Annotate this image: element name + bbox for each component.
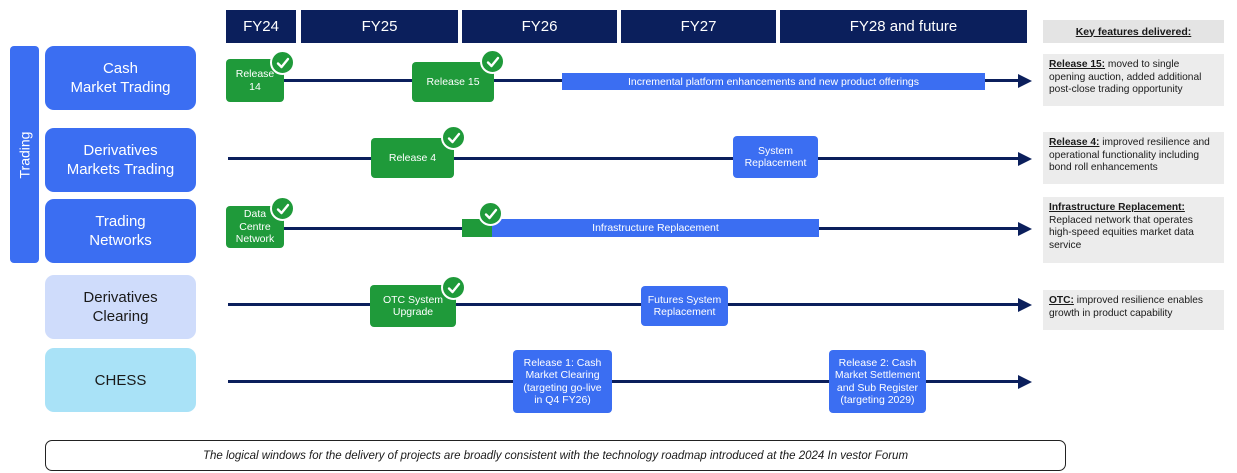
period-fy25: FY25 — [301, 10, 458, 43]
milestone-label: OTC System Upgrade — [382, 293, 444, 319]
footer-note: The logical windows for the delivery of … — [45, 440, 1066, 471]
timeline-line-chess — [228, 380, 1020, 383]
checkmark-icon — [441, 275, 466, 300]
milestone-system-replacement: System Replacement — [733, 136, 818, 178]
row-label-text: Trading Networks — [89, 213, 152, 249]
key-feature-release-15: Release 15: moved to single opening auct… — [1043, 54, 1224, 106]
period-fy27: FY27 — [621, 10, 776, 43]
footer-text: The logical windows for the delivery of … — [202, 449, 909, 462]
checkmark-icon — [270, 196, 295, 221]
checkmark-icon — [270, 50, 295, 75]
key-feature-title: OTC: — [1049, 295, 1074, 306]
period-fy24: FY24 — [226, 10, 296, 43]
milestone-label: Data Centre Network — [235, 208, 275, 246]
key-feature-text: improved resilience enables growth in pr… — [1049, 295, 1204, 319]
key-feature-title: Release 15: — [1049, 59, 1106, 70]
timeline-line-derivatives-clearing — [228, 303, 1020, 306]
milestone-label: System Replacement — [744, 144, 807, 170]
key-feature-otc: OTC: improved resilience enables growth … — [1043, 290, 1224, 330]
milestone-label: Release 15 — [426, 75, 480, 88]
row-label-text: Derivatives Markets Trading — [66, 142, 175, 178]
arrow-right-icon — [1018, 221, 1032, 236]
row-label-text: Cash Market Trading — [70, 60, 171, 96]
trading-group-label-wrap: Trading — [10, 46, 39, 263]
row-label-text: Derivatives Clearing — [83, 289, 158, 325]
period-fy28-and-future: FY28 and future — [780, 10, 1027, 43]
row-label-derivatives-clearing: Derivatives Clearing — [45, 275, 196, 339]
milestone-label: Release 1: Cash Market Clearing (targeti… — [523, 356, 602, 407]
row-label-trading-networks: Trading Networks — [45, 199, 196, 263]
trading-group-bar — [10, 46, 39, 263]
key-feature-text: moved to single opening auction, added a… — [1049, 59, 1202, 95]
row-label-derivatives-markets-trading: Derivatives Markets Trading — [45, 128, 196, 192]
arrow-right-icon — [1018, 374, 1032, 389]
row-label-text: CHESS — [94, 371, 147, 389]
milestone-chess-release-1: Release 1: Cash Market Clearing (targeti… — [513, 350, 612, 413]
milestone-label: Release 2: Cash Market Settlement and Su… — [834, 356, 921, 407]
milestone-label: Release 14 — [235, 68, 275, 93]
milestone-release-15: Release 15 — [412, 62, 494, 102]
key-feature-text: Replaced network that operates high-spee… — [1049, 214, 1194, 251]
checkmark-icon — [441, 125, 466, 150]
bar-label: Infrastructure Replacement — [592, 222, 719, 234]
milestone-label: Futures System Replacement — [647, 293, 722, 319]
arrow-right-icon — [1018, 151, 1032, 166]
key-features-header: Key features delivered: — [1043, 20, 1224, 43]
row-label-cash-market-trading: Cash Market Trading — [45, 46, 196, 110]
checkmark-icon — [480, 49, 505, 74]
milestone-release-4: Release 4 — [371, 138, 454, 178]
bar-incremental-enhancements: Incremental platform enhancements and ne… — [562, 73, 985, 90]
key-feature-text: improved resilience and operational func… — [1049, 137, 1210, 173]
key-feature-title: Infrastructure Replacement: — [1049, 202, 1185, 213]
milestone-futures-system-replacement: Futures System Replacement — [641, 286, 728, 326]
period-fy26: FY26 — [462, 10, 617, 43]
row-label-chess: CHESS — [45, 348, 196, 412]
bar-infrastructure-replacement: Infrastructure Replacement — [492, 219, 819, 237]
arrow-right-icon — [1018, 73, 1032, 88]
timeline-line-derivatives-markets-trading — [228, 157, 1020, 160]
checkmark-icon — [478, 201, 503, 226]
key-feature-title: Release 4: — [1049, 137, 1100, 148]
bar-label: Incremental platform enhancements and ne… — [627, 75, 920, 88]
key-feature-infrastructure-replacement: Infrastructure Replacement: Replaced net… — [1043, 197, 1224, 263]
arrow-right-icon — [1018, 297, 1032, 312]
milestone-chess-release-2: Release 2: Cash Market Settlement and Su… — [829, 350, 926, 413]
key-feature-release-4: Release 4: improved resilience and opera… — [1043, 132, 1224, 184]
milestone-label: Release 4 — [388, 151, 437, 164]
trading-group-label: Trading — [16, 131, 33, 178]
